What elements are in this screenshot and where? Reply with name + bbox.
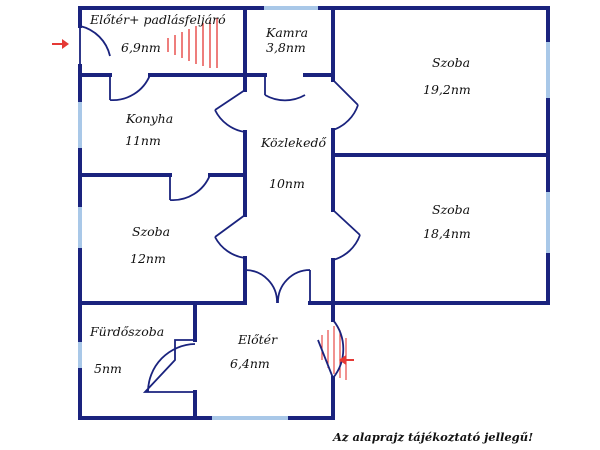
room-szoba-1-area: 19,2nm — [423, 82, 471, 97]
room-kozlekedo-name: Közlekedő — [260, 135, 327, 150]
room-kozlekedo-area: 10nm — [269, 176, 305, 191]
room-eloter-name: Előtér — [237, 332, 278, 347]
room-szoba-3-name: Szoba — [132, 224, 170, 239]
door-entrance-left — [79, 25, 111, 66]
room-furdoszoba-name: Fürdőszoba — [89, 324, 164, 339]
doors — [79, 25, 361, 393]
door-kamra — [264, 75, 306, 102]
room-szoba-2-area: 18,4nm — [423, 226, 471, 241]
room-szoba-2-name: Szoba — [432, 202, 470, 217]
door-double-right — [277, 269, 311, 304]
room-szoba-3-area: 12nm — [130, 251, 166, 266]
stairs — [167, 18, 218, 68]
arrow-right-icon — [52, 39, 69, 49]
windows — [78, 6, 550, 420]
room-eloter-area: 6,4nm — [230, 356, 270, 371]
room-kamra-name: Kamra — [265, 25, 308, 40]
door-szoba-2 — [332, 209, 361, 261]
door-konyha-bottom — [169, 174, 211, 201]
door-entrance-right — [317, 319, 345, 379]
room-konyha-name: Konyha — [125, 111, 173, 126]
room-labels: Előtér+ padlásfeljáró 6,9nm Kamra 3,8nm … — [89, 12, 471, 376]
door-furdo — [142, 339, 196, 393]
walls — [78, 6, 550, 420]
door-szoba-3 — [214, 214, 246, 259]
room-szoba-1-name: Szoba — [432, 55, 470, 70]
room-kamra-area: 3,8nm — [266, 40, 306, 55]
room-furdoszoba-area: 5nm — [94, 361, 122, 376]
arrow-left-icon — [339, 355, 354, 365]
disclaimer-note: Az alaprajz tájékoztató jellegű! — [332, 430, 533, 444]
room-konyha-area: 11nm — [125, 133, 161, 148]
door-eloter-konyha — [109, 74, 151, 101]
door-konyha — [214, 89, 246, 133]
door-szoba-1 — [332, 79, 359, 131]
door-double-left — [244, 269, 278, 304]
room-eloter-padlas-name: Előtér+ padlásfeljáró — [89, 12, 226, 27]
room-eloter-padlas-area: 6,9nm — [121, 40, 161, 55]
